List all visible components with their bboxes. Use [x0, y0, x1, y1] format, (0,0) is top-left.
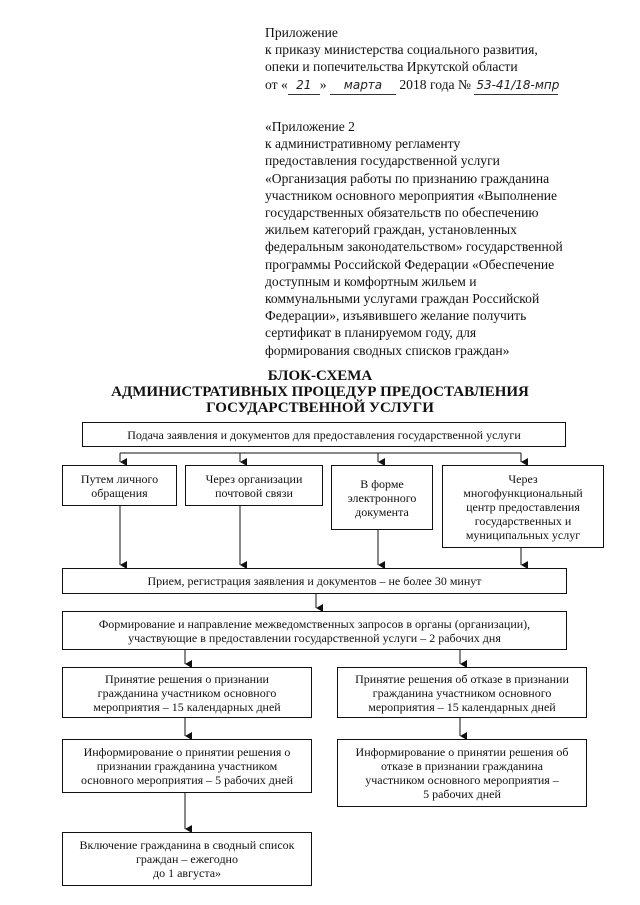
postal-box: Через организации почтовой связи: [185, 465, 323, 506]
header-line-3: опеки и попечительства Иркутской области: [265, 59, 518, 75]
box-line: основного мероприятия – 5 рабочих дней: [80, 773, 294, 787]
flowchart-title: БЛОК-СХЕМА АДМИНИСТРАТИВНЫХ ПРОЦЕДУР ПРЕ…: [60, 368, 580, 416]
inform-approve-box: Информирование о принятии решения о приз…: [62, 739, 312, 793]
date-year: 2018 года №: [399, 76, 471, 92]
box-line: участвующие в предоставлении государстве…: [128, 630, 501, 645]
box-line: Путем личного: [80, 471, 159, 486]
box-line: гражданина участником основного: [97, 685, 277, 700]
box-line: документа: [355, 504, 409, 519]
box-line: мероприятия – 15 календарных дней: [93, 699, 281, 714]
date-mid: »: [319, 76, 327, 92]
box-line: муниципальных услуг: [465, 527, 581, 542]
appendix-line: формирования сводных списков граждан»: [265, 342, 510, 358]
box-line: мероприятия – 15 календарных дней: [368, 699, 556, 714]
appendix-2-text: «Приложение 2 к административному реглам…: [265, 118, 625, 359]
box-line: Включение гражданина в сводный список: [79, 838, 295, 852]
date-prefix: от «: [265, 76, 288, 92]
title-line-2: АДМИНИСТРАТИВНЫХ ПРОЦЕДУР ПРЕДОСТАВЛЕНИЯ: [111, 384, 529, 400]
box-line: центр предоставления: [466, 499, 580, 514]
box-line: электронного: [347, 490, 417, 505]
box-line: Принятие решения об отказе в признании: [355, 671, 569, 686]
include-in-list-box: Включение гражданина в сводный список гр…: [62, 832, 312, 886]
registration-text: Прием, регистрация заявления и документо…: [147, 574, 482, 588]
box-line: Формирование и направление межведомствен…: [98, 616, 531, 631]
date-month-handwritten: марта: [329, 77, 396, 95]
box-line: государственных и: [474, 513, 572, 528]
appendix-line: к административному регламенту: [265, 136, 461, 152]
header-date-line: от «21» марта 2018 года № 53-41/18-мпр: [265, 76, 625, 95]
box-line: обращения: [91, 485, 148, 500]
decision-approve-box: Принятие решения о признании гражданина …: [62, 667, 312, 718]
appendix-line: «Приложение 2: [265, 119, 355, 134]
appendix-line: предоставления государственной услуги: [265, 153, 500, 169]
box-line: отказе в признании гражданина: [381, 759, 543, 773]
inform-refuse-box: Информирование о принятии решения об отк…: [337, 739, 587, 807]
appendix-line: коммунальными услугами граждан Российско…: [265, 291, 540, 307]
electronic-document-box: В форме электронного документа: [331, 465, 433, 530]
box-line: участником основного мероприятия –: [365, 773, 559, 787]
appendix-line: Федерации», изъявившего желание получить: [265, 308, 527, 324]
box-line: почтовой связи: [215, 485, 293, 500]
box-line: до 1 августа»: [152, 866, 222, 880]
box-line: Информирование о принятии решения о: [83, 745, 291, 759]
appendix-line: участником основного мероприятия «Выполн…: [265, 187, 558, 203]
appendix-line: доступным и комфортным жильем и: [265, 273, 477, 289]
appendix-line: федеральным законодательством» государст…: [265, 239, 563, 255]
appendix-line: программы Российской Федерации «Обеспече…: [265, 256, 555, 272]
box-line: признании гражданина участником: [96, 759, 278, 773]
interagency-requests-box: Формирование и направление межведомствен…: [62, 611, 567, 650]
appendix-line: жильем категорий граждан, установленных: [265, 222, 517, 238]
box-line: Через организации: [205, 471, 303, 486]
title-line-1: БЛОК-СХЕМА: [267, 368, 373, 384]
box-line: 5 рабочих дней: [423, 787, 501, 801]
submit-application-box: Подача заявления и документов для предос…: [82, 422, 566, 447]
submit-application-text: Подача заявления и документов для предос…: [127, 427, 521, 442]
box-line: многофункциональный: [463, 485, 583, 500]
registration-box: Прием, регистрация заявления и документо…: [62, 568, 567, 594]
header-line-2: к приказу министерства социального разви…: [265, 42, 538, 58]
appendix-line: сертификат в планируемом году, для: [265, 325, 477, 341]
date-day-handwritten: 21: [287, 77, 320, 95]
box-line: гражданина участником основного: [372, 685, 552, 700]
box-line: граждан – ежегодно: [136, 852, 238, 866]
mfc-box: Через многофункциональный центр предоста…: [442, 465, 604, 548]
order-header: Приложение к приказу министерства социал…: [265, 24, 625, 95]
title-line-3: ГОСУДАРСТВЕННОЙ УСЛУГИ: [206, 400, 434, 416]
box-line: В форме: [360, 476, 404, 491]
decision-refuse-box: Принятие решения об отказе в признании г…: [337, 667, 587, 718]
appendix-line: «Организация работы по признанию граждан…: [265, 170, 550, 186]
box-line: Информирование о принятии решения об: [355, 745, 569, 759]
header-line-1: Приложение: [265, 25, 338, 40]
personal-visit-box: Путем личного обращения: [62, 465, 177, 506]
appendix-line: государственных обязательств по обеспече…: [265, 205, 539, 221]
order-number-handwritten: 53-41/18-мпр: [474, 77, 559, 95]
box-line: Через: [508, 471, 538, 486]
box-line: Принятие решения о признании: [105, 671, 269, 686]
